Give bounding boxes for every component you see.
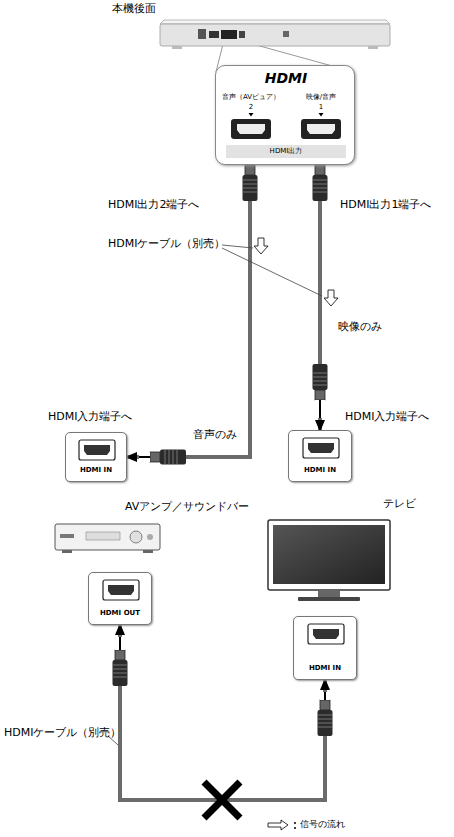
legend-text: 信号の流れ bbox=[300, 818, 345, 831]
av-amp-device: AVアンプ／サウンドバー bbox=[55, 522, 160, 554]
port-name: HDMI IN bbox=[309, 664, 341, 673]
av-amp-illustration bbox=[55, 524, 160, 553]
callout-label: HDMI出力1端子へ bbox=[340, 198, 431, 212]
signal-label: 音声のみ bbox=[191, 428, 239, 442]
port-name: HDMI OUT bbox=[100, 609, 140, 618]
panel-caption: HDMI出力 bbox=[270, 147, 303, 156]
leader-lines bbox=[108, 245, 322, 745]
device-name: AVアンプ／サウンドバー bbox=[125, 500, 249, 514]
port-number: 2 bbox=[249, 103, 253, 112]
port-caption: 音声（AVピュア） bbox=[222, 93, 280, 102]
port-name: HDMI IN bbox=[80, 466, 112, 475]
player-device: 本機後面 bbox=[160, 20, 390, 48]
port-number: 1 bbox=[319, 103, 323, 112]
device-name: 本機後面 bbox=[112, 2, 156, 16]
signal-flow-symbols bbox=[254, 238, 338, 306]
tv-illustration bbox=[268, 520, 390, 601]
hdmi-output-panel: HDMI 音声（AVピュア） 映像/音声 2 1HDMI出力 bbox=[215, 65, 355, 165]
port-name: HDMI IN bbox=[304, 466, 336, 475]
hdmi-port-box: HDMI IN bbox=[293, 616, 357, 680]
legend-symbol bbox=[266, 819, 300, 831]
signal-label: 映像のみ bbox=[336, 320, 384, 334]
callout-label: HDMIケーブル（別売） bbox=[108, 237, 225, 251]
device-name: テレビ bbox=[383, 497, 416, 511]
hdmi-port-box: HDMI OUT bbox=[88, 572, 152, 625]
callout-label: HDMIケーブル（別売） bbox=[4, 726, 121, 740]
port-caption: 映像/音声 bbox=[306, 93, 336, 102]
prohibited-mark bbox=[204, 782, 240, 818]
callout-label: HDMI入力端子へ bbox=[48, 410, 132, 424]
callout-label: HDMI出力2端子へ bbox=[108, 198, 199, 212]
callout-label: HDMI入力端子へ bbox=[345, 410, 429, 424]
hdmi-logo: HDMI bbox=[265, 70, 307, 88]
hdmi-port-box: HDMI IN bbox=[65, 432, 127, 482]
tv-device: テレビ bbox=[268, 518, 390, 600]
hdmi-port-box: HDMI IN bbox=[288, 430, 352, 482]
legend-entry: 信号の流れ bbox=[266, 818, 345, 831]
